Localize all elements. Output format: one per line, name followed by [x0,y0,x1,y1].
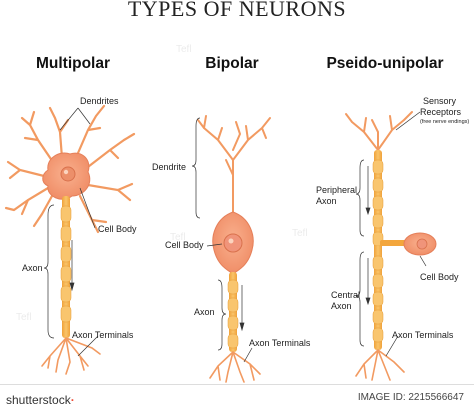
bipolar-myelin [227,279,239,349]
label-sensory-line1: Sensory [423,96,457,106]
label-bipolar-cell-body: Cell Body [165,240,204,250]
footer-bar: shutterstock· IMAGE ID: 2215566647 [0,384,474,414]
brand-accent: · [70,393,75,407]
multipolar-neuron [4,104,136,375]
label-central-axon-line2: Axon [331,301,352,311]
label-multipolar-axon: Axon [22,263,43,273]
multipolar-nucleus [60,166,76,182]
svg-text:Tefl: Tefl [292,228,308,239]
label-bipolar-axon-terminals: Axon Terminals [249,338,311,348]
bipolar-dendrite-branches [197,115,271,226]
label-pseudo-axon-terminals: Axon Terminals [392,330,454,340]
multipolar-myelin [60,205,72,323]
label-multipolar-cell-body: Cell Body [98,224,137,234]
svg-text:Tefl: Tefl [176,44,192,55]
multipolar-leaders [43,107,99,357]
pseudo-unipolar-axon-terminals [355,349,405,381]
bipolar-nucleus [223,233,243,253]
pseudo-unipolar-receptor-branches [345,111,413,151]
svg-text:Tefl: Tefl [16,312,32,323]
heading-multipolar: Multipolar [36,55,110,72]
label-bipolar-axon: Axon [194,307,215,317]
label-multipolar-axon-terminals: Axon Terminals [72,330,134,340]
heading-bipolar: Bipolar [205,55,258,72]
image-id: IMAGE ID: 2215566647 [358,392,464,403]
pseudo-unipolar-neuron [345,111,437,381]
pseudo-unipolar-leaders [355,111,427,357]
label-dendrites: Dendrites [80,96,119,106]
bipolar-neuron [197,115,271,383]
bipolar-leaders [191,117,253,363]
footer-divider [0,384,474,385]
label-peripheral-axon-line2: Axon [316,196,337,206]
label-central-axon-line1: Central [331,290,360,300]
multipolar-axon-terminals [41,337,101,375]
image-id-text: IMAGE ID: 2215566647 [357,392,464,403]
pseudo-unipolar-stem [380,240,410,246]
diagram-title: TYPES OF NEURONS [128,0,346,21]
brand-name: shutterstock [6,393,71,407]
label-bipolar-dendrite: Dendrite [152,162,186,172]
label-sensory-note: (free nerve endings) [420,119,469,125]
label-sensory-line2: Receptors [420,107,462,117]
label-peripheral-axon-line1: Peripheral [316,185,357,195]
label-pseudo-cell-body: Cell Body [420,272,459,282]
heading-pseudo-unipolar: Pseido-unipolar [326,55,443,72]
svg-text:Tefl: Tefl [170,232,186,243]
watermark: Tefl Tefl Tefl Tefl [16,44,308,323]
brand-logo: shutterstock· [6,393,75,407]
bipolar-axon-terminals [209,351,261,383]
